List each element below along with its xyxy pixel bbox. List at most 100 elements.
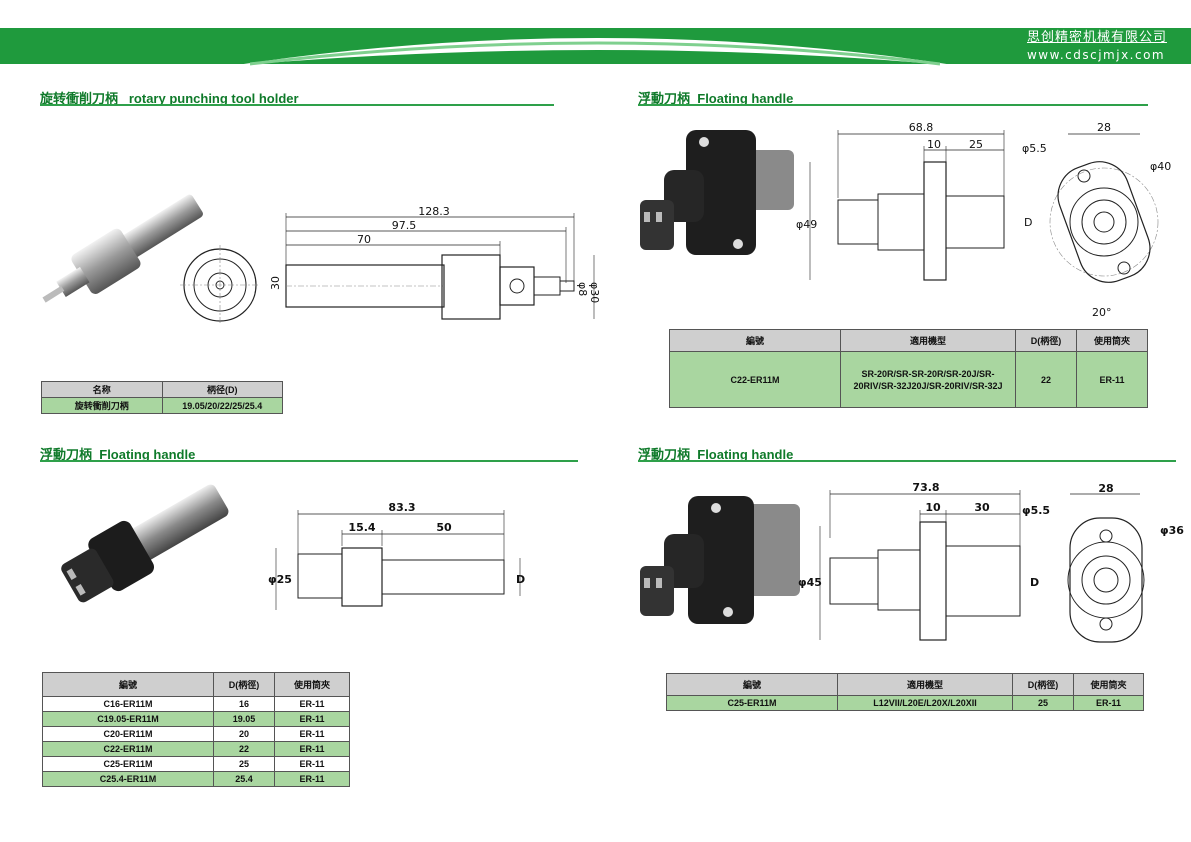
s4-th-model: 適用機型 [837,673,1013,696]
floating-handle-side-view-1: 68.8 10 25 φ49 D [796,121,1032,281]
rotary-end-view [180,245,260,325]
s3-th-d: D(柄徑) [213,672,275,697]
dim-mid: 97.5 [392,219,417,232]
section2-rule [638,104,1148,106]
floating-handle-photo-1 [640,130,794,255]
s4-dim-total: 73.8 [912,481,939,494]
s3-th-code: 編號 [42,672,214,697]
s3-dim-a: 15.4 [348,521,375,534]
s1-th-name: 名称 [41,381,163,398]
floating-handle-photo-3 [640,496,800,624]
s2-dim-total: 68.8 [909,121,934,134]
section2-title: 浮動刀柄 Floating handle [638,88,793,107]
section3-rule [40,460,578,462]
floating-handle-side-view-3: 73.8 10 30 φ45 D [798,481,1039,641]
s3-cell: C25.4-ER11M [42,771,214,787]
s3-dim-total: 83.3 [388,501,415,514]
s1-cell: 旋转衝削刀柄 [41,397,163,414]
s2-dim-a: 10 [927,138,941,151]
s3-cell: ER-11 [274,696,350,712]
s2-dim-side-w: 28 [1097,121,1111,134]
rotary-tool-photo [42,194,203,303]
section2-table: 編號 適用機型 D(柄徑) 使用筒夾 C22-ER11M SR-20R/SR-S… [669,329,1148,408]
s2-dim-pcd: φ40 [1150,160,1171,173]
s2-th-d: D(柄徑) [1015,329,1077,352]
s2-th-collet: 使用筒夾 [1076,329,1148,352]
s4-cell: L12VII/L20E/L20X/L20XII [837,695,1013,711]
section2-title-cn: 浮動刀柄 [638,91,691,106]
s4-dim-dia: φ45 [798,576,822,589]
s2-th-code: 編號 [669,329,841,352]
s4-cell: ER-11 [1073,695,1144,711]
s2-cell: ER-11 [1076,351,1148,408]
section3-title-cn: 浮動刀柄 [40,447,93,462]
s4-dim-pcd: φ36 [1160,524,1184,537]
s4-dim-hole: φ5.5 [1022,504,1050,517]
floating-handle-end-view-1: 28 φ5.5 φ40 20° [1022,121,1171,318]
section1-title-en: rotary punching tool holder [128,91,299,106]
s3-cell: 16 [213,696,275,712]
s4-cell: 25 [1012,695,1074,711]
s3-cell: C22-ER11M [42,741,214,757]
s3-cell: C20-ER11M [42,726,214,742]
s3-cell: ER-11 [274,756,350,772]
section4-title: 浮動刀柄 Floating handle [638,444,793,463]
s3-cell: ER-11 [274,711,350,727]
s4-th-d: D(柄徑) [1012,673,1074,696]
floating-handle-end-view-3: 28 φ5.5 φ36 [1022,482,1184,643]
company-block: 思创精密机械有限公司 www.cdscjmjx.com [1027,30,1167,63]
s4-th-code: 編號 [666,673,838,696]
s3-cell: 25 [213,756,275,772]
dim-short: 70 [357,233,371,246]
s4-th-collet: 使用筒夾 [1073,673,1144,696]
dim-d-left: 30 [269,276,282,290]
company-url: www.cdscjmjx.com [1026,48,1166,62]
s3-dim-b: 50 [436,521,452,534]
s1-th-d: 柄径(D) [161,381,283,398]
s3-cell: 22 [213,741,275,757]
section1-rule [40,104,554,106]
header-swoosh [0,28,1191,66]
s2-dim-angle: 20° [1092,306,1112,318]
s4-dim-a: 10 [925,501,941,514]
s3-th-collet: 使用筒夾 [274,672,350,697]
section1-title: 旋转衝削刀柄 rotary punching tool holder [40,88,299,107]
s3-cell: C25-ER11M [42,756,214,772]
s4-dim-D: D [1030,576,1039,589]
floating-handle-photo-2 [61,484,229,603]
section3-title-en: Floating handle [99,447,196,462]
s4-dim-b: 30 [974,501,990,514]
rotary-side-view: 128.3 97.5 70 30 φ30 φ8 [269,205,601,320]
s2-cell: SR-20R/SR-SR-20R/SR-20J/SR-20RIV/SR-32J2… [840,351,1016,408]
s3-cell: 25.4 [213,771,275,787]
s2-dim-dia: φ49 [796,218,817,231]
s3-cell: ER-11 [274,771,350,787]
s4-dim-side-w: 28 [1098,482,1113,495]
s1-cell: 19.05/20/22/25/25.4 [161,397,283,414]
dim-total: 128.3 [418,205,450,218]
s4-cell: C25-ER11M [666,695,838,711]
section3-title: 浮動刀柄 Floating handle [40,444,195,463]
section4-rule [638,460,1176,462]
dim-d-small: φ8 [576,282,589,296]
s3-cell: C16-ER11M [42,696,214,712]
s3-cell: ER-11 [274,726,350,742]
dim-d-right: φ30 [588,282,601,303]
s2-cell: 22 [1015,351,1077,408]
s3-dim-D: D [516,573,525,586]
section4-table: 編號 適用機型 D(柄徑) 使用筒夾 C25-ER11M L12VII/L20E… [666,673,1144,711]
section2-title-en: Floating handle [697,91,794,106]
s3-cell: 20 [213,726,275,742]
section1-title-cn: 旋转衝削刀柄 [40,91,119,106]
s2-dim-b: 25 [969,138,983,151]
s2-dim-hole: φ5.5 [1022,142,1047,155]
section4-title-en: Floating handle [697,447,794,462]
s3-dim-dia: φ25 [268,573,292,586]
